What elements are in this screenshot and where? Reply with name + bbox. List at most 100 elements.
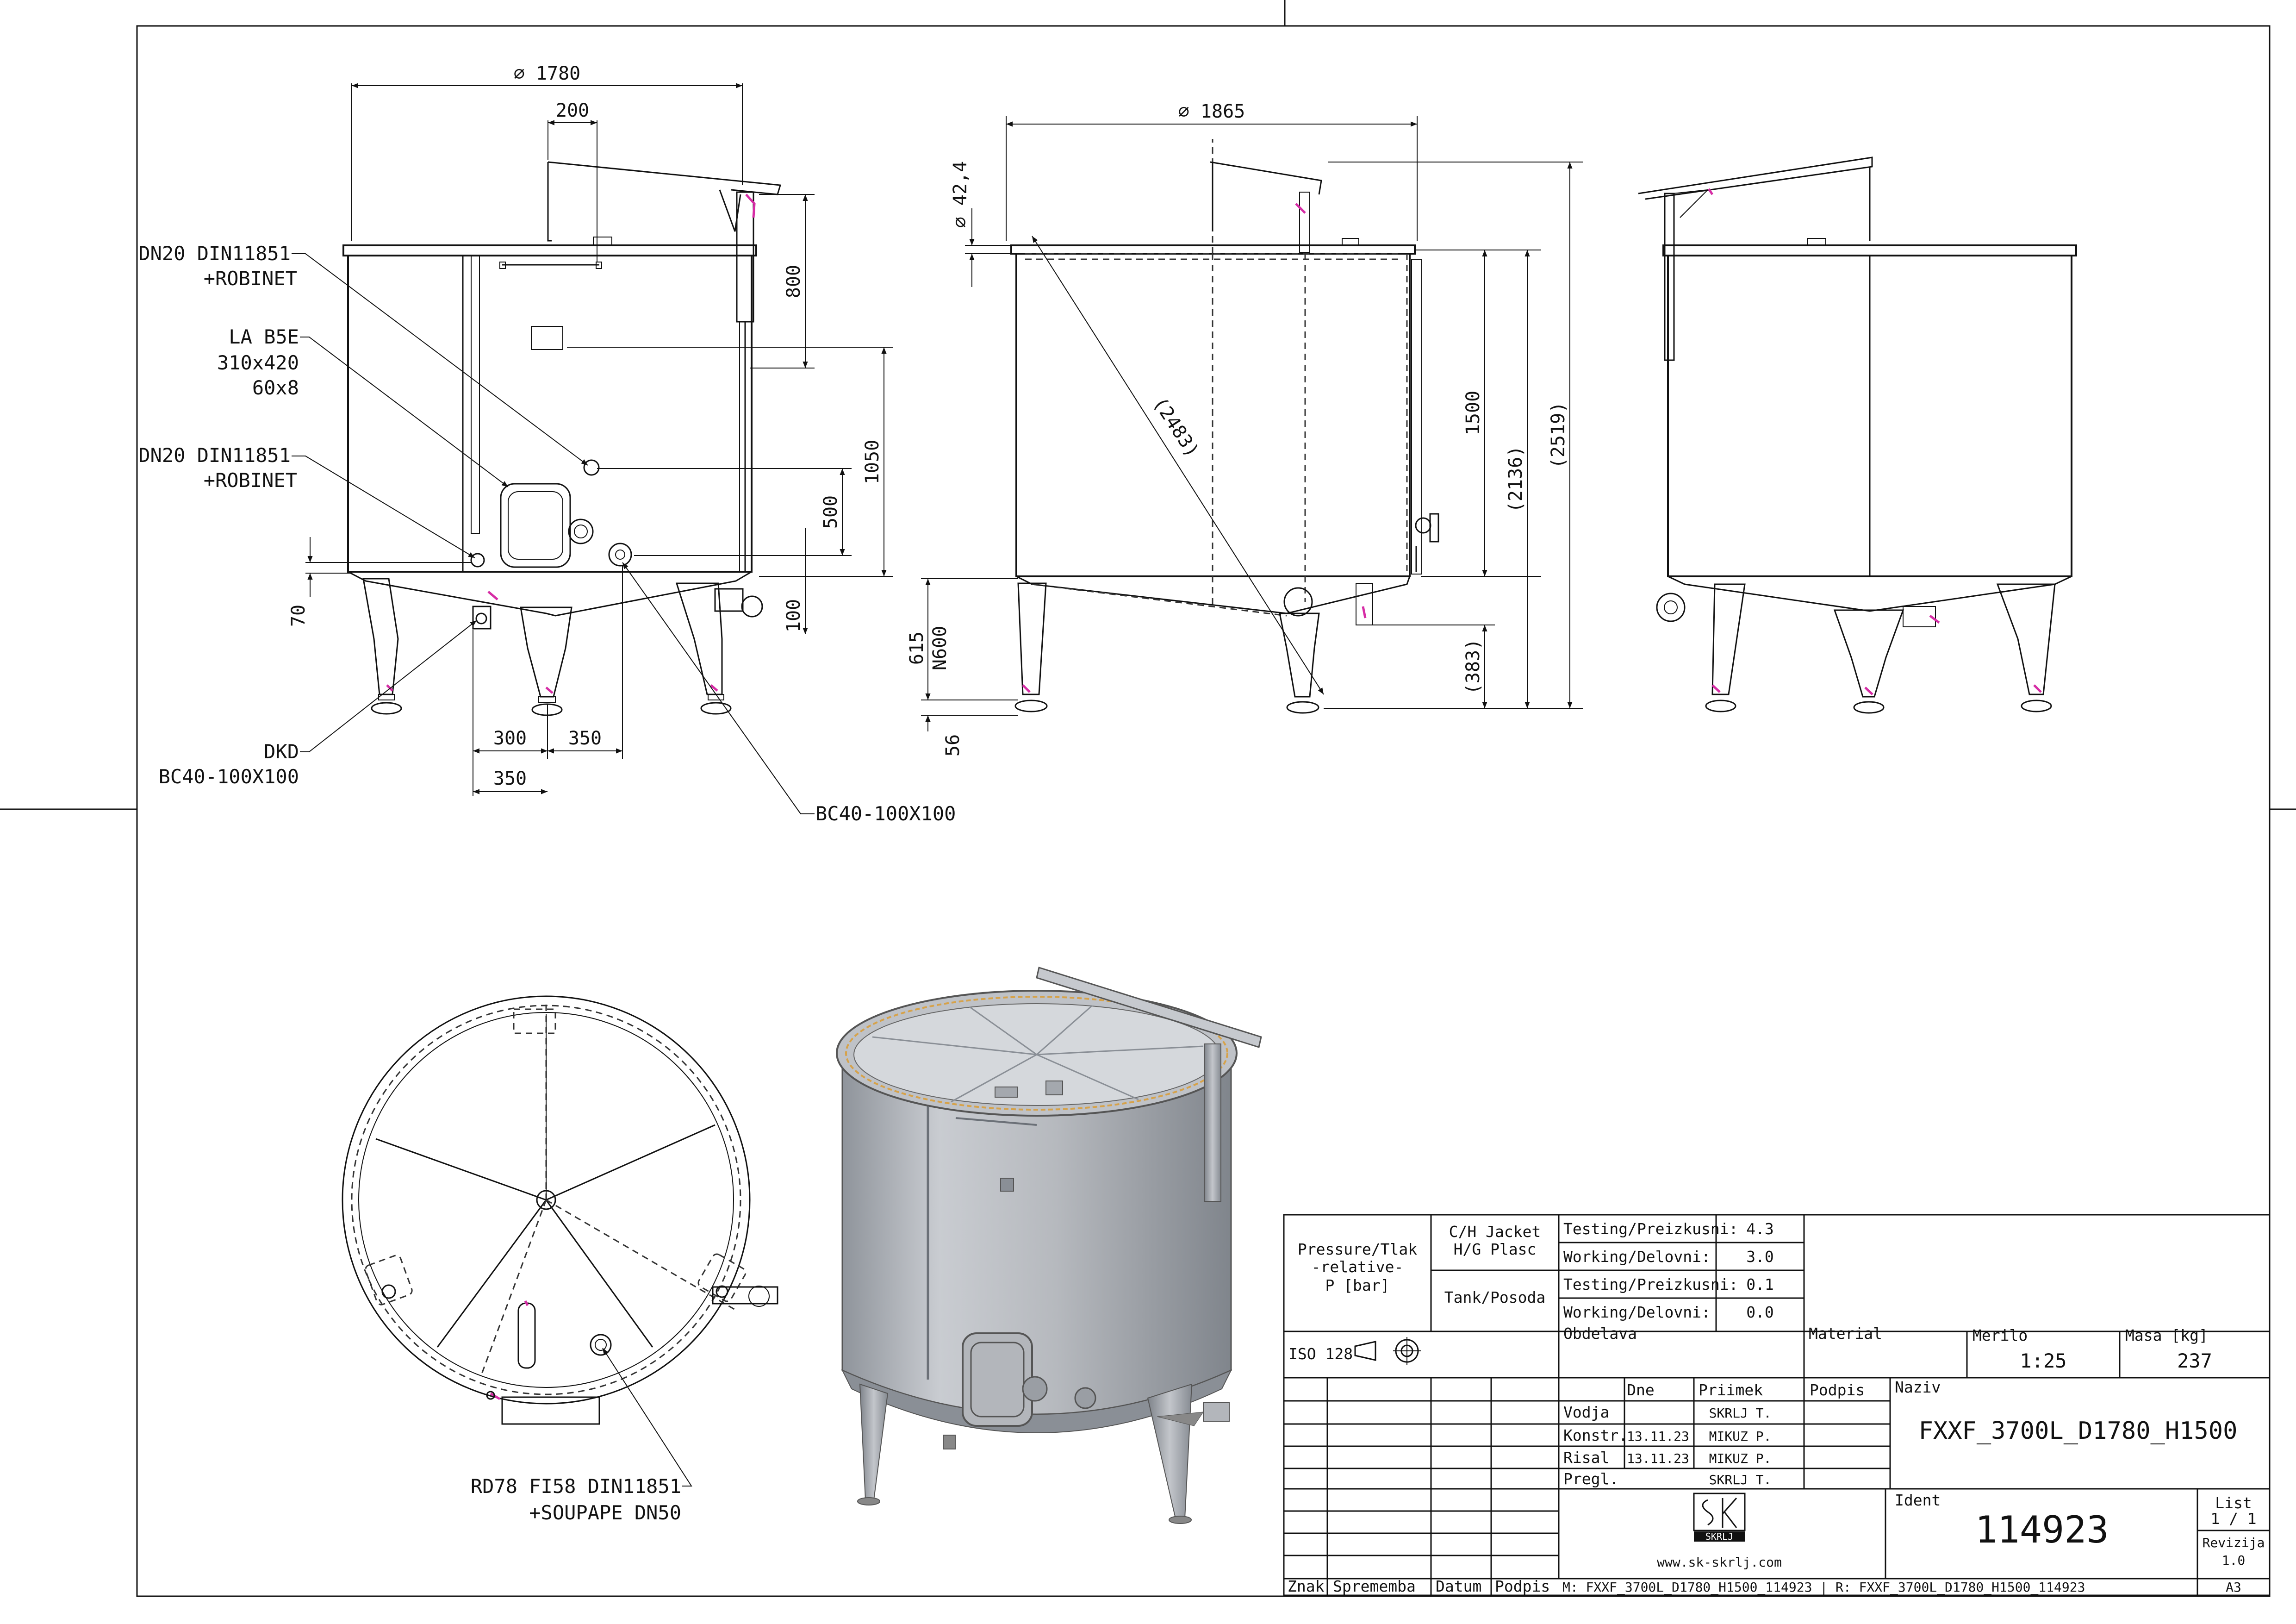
- front-tank-rim: [342, 244, 757, 256]
- front-view: [342, 161, 781, 716]
- tb-role-4: Pregl.: [1563, 1470, 1618, 1488]
- tb-role-3: Risal: [1563, 1449, 1609, 1467]
- dim-height-1500: 1500: [1462, 391, 1484, 435]
- title-block: Pressure/Tlak -relative- P [bar] C/H Jac…: [1283, 1214, 2271, 1596]
- tb-jacket-label-2: H/G Plasc: [1454, 1240, 1537, 1258]
- dim-width-350-a: 350: [568, 728, 602, 749]
- front-tank-body: [347, 244, 753, 573]
- tb-file-ref: M: FXXF_3700L_D1780_H1500_114923 | R: FX…: [1562, 1580, 2085, 1595]
- dim-diameter-1865: ⌀ 1865: [1178, 101, 1245, 122]
- tb-material: Material: [1809, 1324, 1882, 1343]
- section-lid-arm: [1210, 161, 1322, 195]
- section-view: [1010, 139, 1439, 714]
- tb-row2-value: 3.0: [1746, 1248, 1774, 1266]
- tb-ident-value: 114923: [1975, 1508, 2109, 1551]
- callout-dn20-bottom-2: +ROBINET: [204, 469, 297, 492]
- tb-jacket-label-1: C/H Jacket: [1449, 1223, 1541, 1241]
- tb-revizija-value: 1.0: [2222, 1553, 2246, 1568]
- tb-row4-value: 0.0: [1746, 1303, 1774, 1321]
- tb-head-dne: Dne: [1627, 1381, 1655, 1399]
- dim-height-383: (383): [1462, 639, 1484, 694]
- tb-row1-label: Testing/Preizkusni:: [1563, 1220, 1738, 1238]
- dim-height-500: 500: [820, 495, 841, 529]
- dim-leg-615: 615: [906, 631, 927, 665]
- callout-safety-valve-1: RD78 FI58 DIN11851: [471, 1475, 681, 1498]
- side-tank-rim: [1662, 244, 2077, 256]
- callout-manhole-3: 60x8: [252, 376, 299, 399]
- top-view: [342, 995, 778, 1425]
- front-nameplate: [531, 326, 563, 350]
- tb-footer-podpis: Podpis: [1495, 1577, 1550, 1595]
- side-leg-middle: [1833, 609, 1904, 698]
- tb-head-priimek: Priimek: [1699, 1381, 1763, 1399]
- dim-height-70: 70: [288, 605, 309, 627]
- tb-pressure-label-1: Pressure/Tlak: [1298, 1240, 1417, 1258]
- tb-tank-label: Tank/Posoda: [1444, 1288, 1546, 1306]
- tb-pressure-label-3: P [bar]: [1325, 1276, 1389, 1294]
- dim-width-300: 300: [493, 728, 527, 749]
- section-leg-middle: [1279, 612, 1320, 698]
- dim-height-56: 56: [942, 734, 964, 756]
- tb-pressure-label-2: -relative-: [1312, 1258, 1404, 1276]
- tb-name-1: SKRLJ T.: [1709, 1405, 1772, 1421]
- tb-row3-label: Testing/Preizkusni:: [1563, 1275, 1738, 1293]
- tb-format: A3: [2226, 1580, 2241, 1595]
- callout-outlet: BC40-100X100: [815, 802, 956, 825]
- tb-merilo-label: Merilo: [1972, 1326, 2028, 1344]
- section-leg-left: [1017, 582, 1047, 695]
- tb-obdelava: Obdelava: [1563, 1324, 1637, 1343]
- tb-merilo-value: 1:25: [2020, 1349, 2066, 1372]
- callout-dn20-bottom-1: DN20 DIN11851: [138, 444, 291, 467]
- dim-height-2136: (2136): [1505, 446, 1526, 513]
- tb-naziv-label: Naziv: [1895, 1378, 1941, 1396]
- front-lid-arm: [548, 161, 781, 195]
- front-leg-left: [362, 578, 399, 695]
- tb-row2-label: Working/Delovni:: [1563, 1248, 1711, 1266]
- tb-list-label: List: [2215, 1494, 2252, 1512]
- tb-name-4: SKRLJ T.: [1709, 1472, 1772, 1487]
- tb-logo-text: SKRLJ: [1705, 1531, 1733, 1542]
- tb-ident-label: Ident: [1895, 1491, 1941, 1509]
- tb-list-value: 1 / 1: [2210, 1510, 2256, 1528]
- dim-diameter-1780: ⌀ 1780: [514, 63, 581, 84]
- dim-pipe-42-4: ⌀ 42,4: [950, 161, 971, 228]
- company-logo: SKRLJ: [1693, 1493, 1746, 1542]
- callout-manhole-2: 310x420: [217, 351, 299, 374]
- tb-row1-value: 4.3: [1746, 1220, 1774, 1238]
- side-view: [1638, 156, 2077, 714]
- callout-safety-valve-2: +SOUPAPE DN50: [529, 1501, 681, 1524]
- side-leg-left: [1711, 583, 1746, 695]
- dim-height-800: 800: [783, 265, 804, 298]
- tb-name-2: MIKUZ P.: [1709, 1429, 1772, 1444]
- tb-footer-sprememba: Sprememba: [1333, 1577, 1416, 1595]
- dim-offset-200: 200: [556, 100, 589, 121]
- dim-height-1050: 1050: [862, 440, 883, 484]
- projection-symbol-icon: [1354, 1337, 1421, 1365]
- tb-masa-value: 237: [2177, 1349, 2212, 1372]
- tb-role-1: Vodja: [1563, 1403, 1609, 1421]
- tb-row4-label: Working/Delovni:: [1563, 1303, 1711, 1321]
- tb-naziv-value: FXXF_3700L_D1780_H1500: [1919, 1417, 2238, 1445]
- tb-date-2: 13.11.23: [1627, 1429, 1689, 1444]
- tb-footer-znak: Znak: [1288, 1577, 1325, 1595]
- iso-lid-arm: [1036, 967, 1262, 1048]
- top-callout: RD78 FI58 DIN11851 +SOUPAPE DN50: [471, 1348, 692, 1524]
- callout-dn20-top-2: +ROBINET: [204, 267, 297, 290]
- top-safety-valve: [590, 1334, 612, 1356]
- side-lid-arm: [1638, 156, 1873, 200]
- callout-dkd-1: DKD: [264, 740, 299, 763]
- front-leg-middle: [520, 606, 572, 698]
- callout-manhole-1: LA B5E: [229, 325, 299, 348]
- tb-head-podpis: Podpis: [1810, 1381, 1865, 1399]
- front-dimensions: ⌀ 1780 200 800 1050 500 100 70 300 350: [288, 63, 893, 796]
- tb-date-3: 13.11.23: [1627, 1451, 1689, 1466]
- dim-height-100: 100: [783, 599, 804, 632]
- top-outer-rim: [342, 995, 751, 1405]
- dim-leg-n600: N600: [929, 626, 951, 670]
- tb-name-3: MIKUZ P.: [1709, 1451, 1772, 1466]
- front-valve-dn20: [583, 459, 600, 476]
- tb-revizija-label: Revizija: [2203, 1535, 2265, 1550]
- tb-iso: ISO 128: [1288, 1345, 1353, 1363]
